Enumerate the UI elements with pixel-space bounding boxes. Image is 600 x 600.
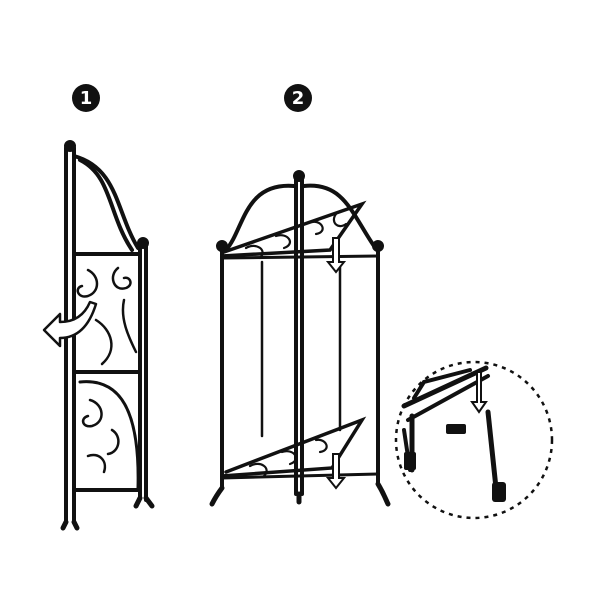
detail-down-arrow-icon [470, 371, 488, 414]
rotate-arrow-icon [42, 300, 98, 348]
unfolded-shelf-illustration [209, 170, 391, 507]
latch-detail-callout [394, 360, 554, 520]
down-arrow-icon [325, 237, 347, 490]
step-1-badge: 1 [72, 84, 100, 112]
step-2-badge: 2 [284, 84, 312, 112]
